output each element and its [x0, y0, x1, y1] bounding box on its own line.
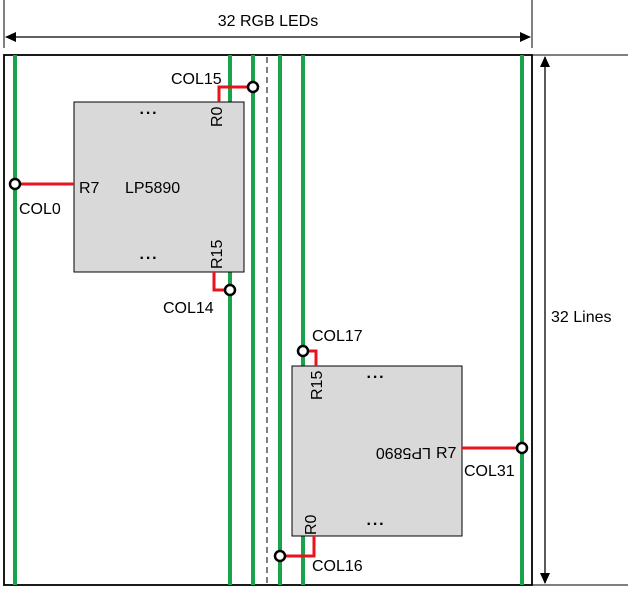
node-col14 — [223, 283, 237, 297]
column-labels: COL0 COL15 COL14 COL17 COL16 COL31 — [19, 71, 515, 575]
chip-lower-dots-top: ··· — [367, 369, 386, 386]
chip-upper-pin-r0: R0 — [209, 106, 226, 127]
chip-lower-pin-r15: R15 — [309, 371, 326, 400]
chip-lower-pin-r7: R7 — [436, 445, 457, 462]
chip-upper-dots-bottom: ··· — [140, 250, 159, 267]
connection-col15-r0 — [217, 85, 253, 102]
node-col16 — [273, 549, 287, 563]
chip-lower-dots-bottom: ··· — [367, 516, 386, 533]
chip-lower-pin-r0: R0 — [303, 514, 320, 535]
chip-upper: LP5890 R7 R0 R15 ··· ··· — [73, 101, 245, 273]
node-col0 — [8, 177, 22, 191]
label-col31: COL31 — [464, 463, 515, 480]
chip-lower-name: LP5890 — [376, 444, 431, 461]
column-lines — [13, 55, 524, 585]
led-panel-outline — [3, 54, 533, 586]
chip-upper-name: LP5890 — [125, 180, 180, 197]
label-col0: COL0 — [19, 201, 61, 218]
chip-upper-body — [73, 101, 245, 273]
node-col15 — [246, 80, 260, 94]
node-col17 — [296, 344, 310, 358]
label-col16: COL16 — [312, 558, 363, 575]
chip-upper-pin-r7: R7 — [79, 180, 100, 197]
label-col15: COL15 — [171, 71, 222, 88]
height-label: 32 Lines — [551, 309, 612, 326]
label-col14: COL14 — [163, 300, 214, 317]
width-label: 32 RGB LEDs — [218, 13, 318, 30]
node-col31 — [515, 441, 529, 455]
connection-nodes — [8, 80, 529, 563]
height-dimension: 32 Lines — [532, 54, 628, 586]
connection-col16-r0 — [280, 536, 316, 558]
chip-upper-pin-r15: R15 — [209, 240, 226, 269]
width-dimension: 32 RGB LEDs — [3, 0, 533, 48]
chip-upper-dots-top: ··· — [140, 105, 159, 122]
chip-lower: LP5890 R7 R15 R0 ··· ··· — [291, 365, 463, 537]
chip-lower-body — [291, 365, 463, 537]
label-col17: COL17 — [312, 328, 363, 345]
